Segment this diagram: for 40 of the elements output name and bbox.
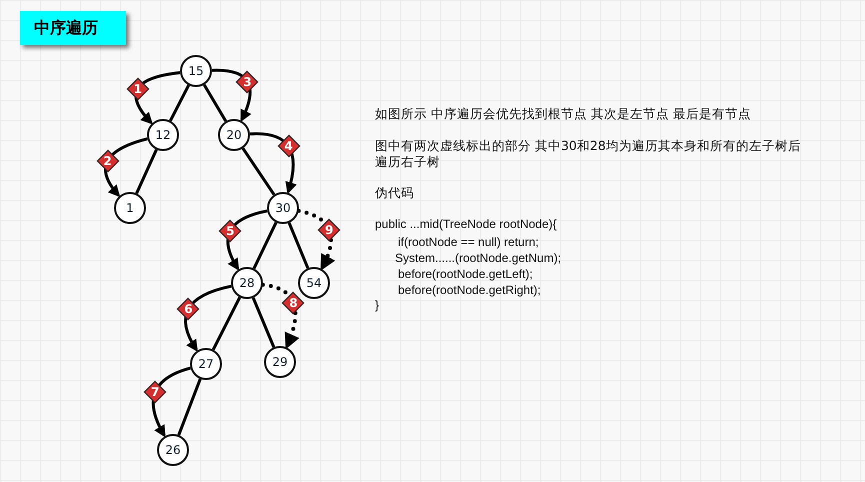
step-badge: 7 [144,381,166,404]
traversal-arrow [296,208,335,271]
code-line: before(rootNode.getLeft); [398,266,533,282]
tree-node-circle: 1 [114,192,146,224]
code-line: before(rootNode.getRight); [398,282,541,298]
tree-node-circle: 20 [218,119,250,151]
tree-node-circle: 54 [298,267,330,299]
traversal-arrow [250,132,297,194]
tree-branch [212,296,242,350]
tree-node-circle: 27 [190,348,222,380]
traversal-arrow [260,282,300,350]
step-badge: 1 [126,78,149,100]
step-badge: 6 [177,298,200,320]
tree-branch [135,148,158,194]
tree-node-circle: 28 [231,267,263,299]
description-text: 图中有两次虚线标出的部分 其中30和28均为遍历其本身和所有的左子树后遍历右子树 [375,138,802,170]
tree-branch [288,222,310,269]
tree-branch [242,147,276,196]
tree-branch [169,84,190,122]
tree-branch [252,297,276,348]
code-line: public ...mid(TreeNode rootNode){ [375,216,557,232]
step-badge: 9 [318,218,340,241]
step-badge: 5 [219,220,242,242]
tree-branch [252,222,278,270]
code-line: } [375,297,380,313]
tree-node-circle: 12 [147,119,179,151]
tree-node-circle: 15 [180,55,212,87]
tree-node-circle: 30 [267,192,299,224]
tree-branch [202,84,228,122]
step-badge: 4 [278,135,300,158]
title-banner: 中序遍历 [20,11,126,45]
tree-node-circle: 26 [157,434,189,466]
tree-node-circle: 29 [264,346,296,378]
description-text: 如图所示 中序遍历会优先找到根节点 其次是左节点 最后是有节点 [375,106,752,122]
tree-branch [177,378,202,436]
step-badge: 2 [96,150,118,172]
step-badge: 3 [236,70,258,93]
code-line: if(rootNode == null) return; [398,234,539,250]
code-line: System......(rootNode.getNum); [395,250,562,266]
description-text: 伪代码 [375,185,415,201]
